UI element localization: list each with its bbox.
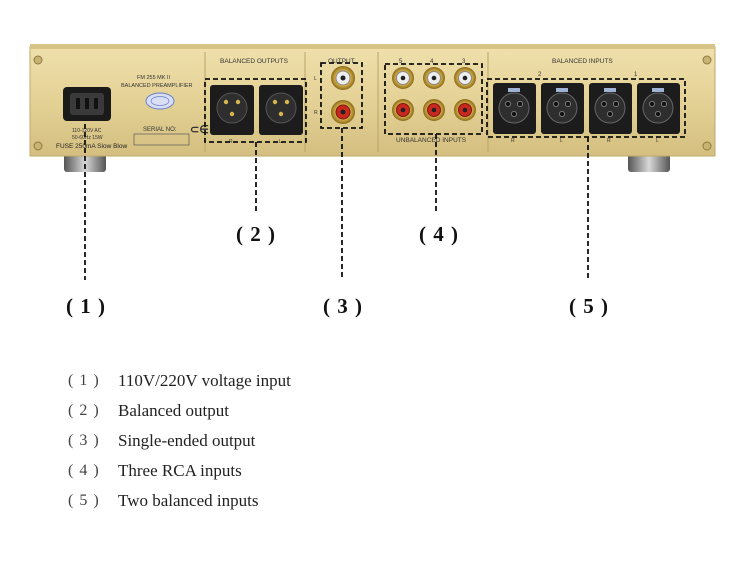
callout-marker-4: ( 4 ) bbox=[419, 222, 459, 246]
callout-box-5 bbox=[486, 78, 686, 138]
foot-left bbox=[64, 152, 106, 172]
legend-item-number: ( 5 ) bbox=[68, 492, 100, 509]
serial-box bbox=[133, 133, 190, 146]
serial-label: SERIAL NO: bbox=[143, 127, 177, 133]
rca-input-number: 5 bbox=[399, 59, 403, 65]
fuse-text: FUSE 250mA Slow Blow bbox=[56, 143, 127, 150]
legend-item-text: Two balanced inputs bbox=[118, 491, 259, 510]
balanced-output-channel: L bbox=[279, 139, 282, 145]
balanced-input-number: 2 bbox=[538, 72, 542, 78]
legend-item-text: 110V/220V voltage input bbox=[118, 371, 291, 390]
legend-item: ( 2 ) Balanced output bbox=[68, 396, 291, 426]
legend: ( 1 ) 110V/220V voltage input ( 2 ) Bala… bbox=[68, 366, 291, 516]
rca-output-right-icon bbox=[331, 100, 355, 124]
callout-marker-5: ( 5 ) bbox=[569, 294, 609, 318]
legend-item: ( 1 ) 110V/220V voltage input bbox=[68, 366, 291, 396]
balanced-outputs-label: BALANCED OUTPUTS bbox=[220, 58, 289, 65]
legend-item: ( 5 ) Two balanced inputs bbox=[68, 486, 291, 516]
rca-input-number: 4 bbox=[430, 59, 434, 65]
power-spec-line2: 50-60Hz 15W bbox=[72, 135, 103, 141]
callout-box-3 bbox=[320, 62, 363, 129]
xlr-input-icons bbox=[493, 83, 680, 134]
callout-box-2 bbox=[204, 78, 307, 143]
power-inlet-icon bbox=[63, 87, 111, 121]
legend-item-number: ( 4 ) bbox=[68, 462, 100, 479]
legend-item-text: Balanced output bbox=[118, 401, 229, 420]
callout-marker-2: ( 2 ) bbox=[236, 222, 276, 246]
chassis-top-lip bbox=[30, 44, 715, 49]
balanced-input-number: 1 bbox=[634, 72, 638, 78]
screw-icon bbox=[33, 141, 43, 151]
ce-mark-icon: ⊂∈ bbox=[190, 124, 209, 136]
screw-icon bbox=[702, 55, 712, 65]
rca-input-icons bbox=[392, 67, 476, 121]
certification-badge-icon bbox=[145, 92, 175, 110]
legend-item-text: Three RCA inputs bbox=[118, 461, 242, 480]
rca-input-number: 3 bbox=[462, 59, 466, 65]
output-channel-right: R bbox=[314, 110, 318, 116]
output-label: OUTPUT bbox=[328, 58, 355, 65]
legend-item-text: Single-ended output bbox=[118, 431, 256, 450]
screw-icon bbox=[33, 55, 43, 65]
unbalanced-inputs-label: UNBALANCED INPUTS bbox=[396, 137, 467, 144]
balanced-input-channel: R bbox=[511, 138, 515, 144]
balanced-input-channel: R bbox=[607, 138, 611, 144]
model-line1: FM 255 MK II bbox=[137, 75, 170, 81]
legend-item: ( 3 ) Single-ended output bbox=[68, 426, 291, 456]
power-spec-line1: 110-120V AC bbox=[72, 128, 102, 134]
model-line2: BALANCED PREAMPLIFIER bbox=[121, 83, 193, 89]
legend-item-number: ( 2 ) bbox=[68, 402, 100, 419]
xlr-output-left-icon bbox=[259, 85, 303, 135]
balanced-inputs-label: BALANCED INPUTS bbox=[552, 58, 613, 65]
legend-item-number: ( 1 ) bbox=[68, 372, 100, 389]
callout-marker-3: ( 3 ) bbox=[323, 294, 363, 318]
balanced-output-channel: R bbox=[229, 139, 233, 145]
legend-item-number: ( 3 ) bbox=[68, 432, 100, 449]
balanced-input-channel: L bbox=[560, 138, 563, 144]
legend-item: ( 4 ) Three RCA inputs bbox=[68, 456, 291, 486]
rca-output-left-icon bbox=[331, 66, 355, 90]
callout-box-4 bbox=[384, 63, 483, 135]
callout-marker-1: ( 1 ) bbox=[66, 294, 106, 318]
output-channel-left: L bbox=[314, 76, 317, 82]
foot-right bbox=[628, 152, 670, 172]
xlr-output-right-icon bbox=[210, 85, 254, 135]
rear-panel-illustration: 110-120V AC 50-60Hz 15W FUSE 250mA Slow … bbox=[29, 44, 716, 280]
balanced-input-channel: L bbox=[656, 138, 659, 144]
screw-icon bbox=[702, 141, 712, 151]
